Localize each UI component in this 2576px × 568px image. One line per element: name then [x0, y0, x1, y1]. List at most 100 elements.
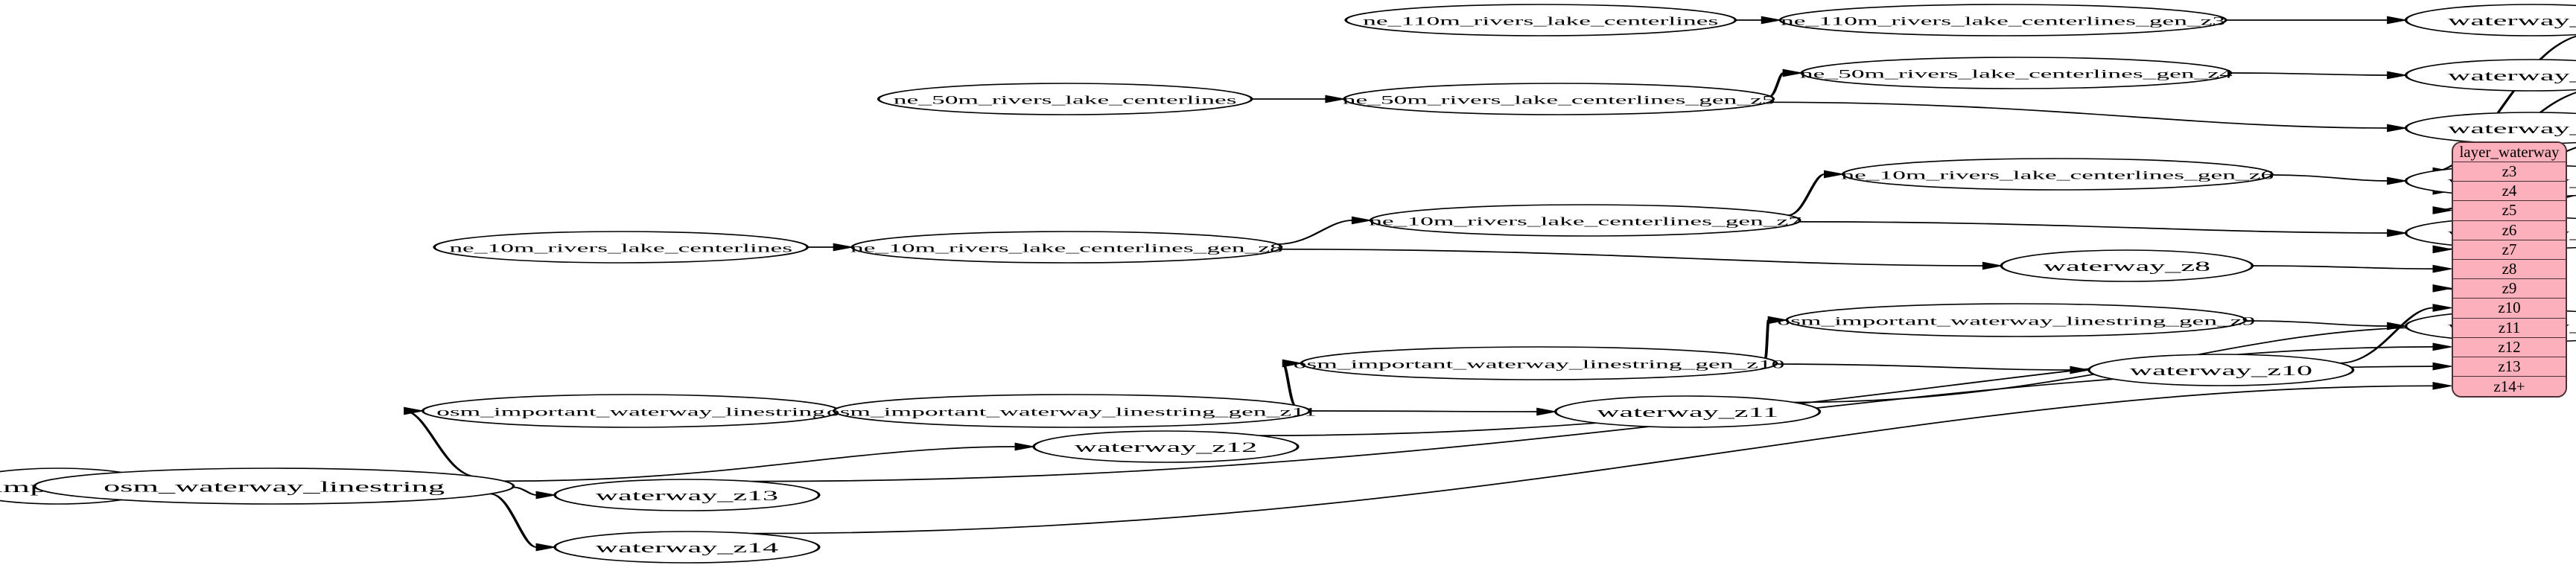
edge-osm_waterway-to-waterway_z13 — [512, 486, 538, 496]
edge-arrowhead — [2432, 206, 2454, 214]
record-row-z12[interactable]: z12 — [2453, 337, 2566, 357]
node-label: osm_important_waterway_linestring_gen_z1… — [1294, 357, 1785, 371]
edge-arrowhead — [2387, 71, 2408, 80]
edge-ne_50m_z5-to-ne_50m_z4 — [1768, 72, 1785, 97]
node-label: waterway_z4 — [2448, 68, 2576, 84]
edge-osm_imp_wl_z10-to-osm_imp_wl_z9 — [1764, 319, 1770, 360]
edge-ne_10m_z7-to-waterway_z7 — [1799, 221, 2388, 234]
node-shape — [2404, 59, 2576, 92]
record-row-z4[interactable]: z4 — [2453, 182, 2566, 202]
node-shape — [1343, 83, 1775, 115]
node-waterway_z8[interactable]: waterway_z8 — [2000, 249, 2254, 282]
edge-arrowhead — [535, 543, 557, 552]
node-label: waterway_z10 — [2130, 363, 2312, 379]
edge-arrowhead — [2432, 304, 2454, 312]
node-waterway_z4[interactable]: waterway_z4 — [2404, 59, 2576, 92]
node-shape — [1785, 303, 2248, 337]
edge-arrowhead — [2432, 284, 2454, 293]
node-label: ne_110m_rivers_lake_centerlines — [1363, 14, 1718, 28]
node-waterway_z5[interactable]: waterway_z5 — [2404, 112, 2576, 144]
edge-arrowhead — [1351, 216, 1373, 225]
node-shape — [553, 479, 821, 511]
nodes-layer: imposm3osm_waterway_linestringosm_import… — [0, 4, 2576, 564]
node-shape — [1344, 4, 1737, 36]
edge-arrowhead — [404, 406, 425, 415]
edge-ne_10m_z7-to-ne_10m_z6 — [1787, 173, 1826, 216]
node-shape — [2404, 4, 2576, 36]
node-waterway_z13[interactable]: waterway_z13 — [553, 479, 821, 511]
node-ne_10m[interactable]: ne_10m_rivers_lake_centerlines — [433, 231, 810, 264]
node-osm_waterway[interactable]: osm_waterway_linestring — [33, 468, 515, 505]
edge-ne_10m_z6-to-waterway_z6 — [2271, 174, 2388, 182]
node-label: waterway_z11 — [1597, 405, 1778, 421]
node-label: waterway_z3 — [2448, 13, 2576, 29]
record-row-z9[interactable]: z9 — [2453, 279, 2566, 299]
node-label: ne_50m_rivers_lake_centerlines_gen_z5 — [1343, 93, 1775, 106]
edge-waterway_z8-to-row_z8 — [2252, 265, 2434, 269]
record-row-z13[interactable]: z13 — [2453, 357, 2566, 377]
record-row-z8[interactable]: z8 — [2453, 259, 2566, 280]
node-shape — [1778, 4, 2227, 36]
node-label: ne_10m_rivers_lake_centerlines_gen_z7 — [1369, 214, 1801, 228]
node-label: ne_110m_rivers_lake_centerlines_gen_z3 — [1781, 14, 2225, 28]
edge-osm_waterway-to-osm_imp_wl — [404, 410, 477, 478]
node-waterway_z12[interactable]: waterway_z12 — [1032, 430, 1300, 463]
node-ne_10m_z7[interactable]: ne_10m_rivers_lake_centerlines_gen_z7 — [1369, 204, 1801, 237]
node-ne_50m_z4[interactable]: ne_50m_rivers_lake_centerlines_gen_z4 — [1800, 57, 2233, 89]
edge-waterway_z10-to-row_z10 — [2339, 307, 2435, 364]
node-shape — [1841, 158, 2274, 191]
node-osm_imp_wl_z11[interactable]: osm_important_waterway_linestring_gen_z1… — [827, 394, 1317, 428]
node-label: waterway_z14 — [596, 540, 778, 556]
edge-arrowhead — [2387, 229, 2408, 237]
node-shape — [433, 231, 810, 264]
record-row-z6[interactable]: z6 — [2453, 220, 2566, 240]
edge-ne_50m_z4-to-waterway_z4 — [2230, 72, 2388, 76]
node-label: osm_important_waterway_linestring_gen_z9 — [1777, 314, 2255, 328]
record-row-z5[interactable]: z5 — [2453, 201, 2566, 221]
edge-osm_imp_wl_z11-to-waterway_z11 — [1309, 410, 1538, 412]
edge-arrowhead — [1982, 261, 2004, 270]
node-ne_110m_z3[interactable]: ne_110m_rivers_lake_centerlines_gen_z3 — [1778, 4, 2227, 36]
node-waterway_z10[interactable]: waterway_z10 — [2087, 354, 2355, 386]
node-ne_110m[interactable]: ne_110m_rivers_lake_centerlines — [1344, 4, 1737, 36]
node-ne_50m_z5[interactable]: ne_50m_rivers_lake_centerlines_gen_z5 — [1343, 83, 1775, 115]
node-label: ne_10m_rivers_lake_centerlines_gen_z8 — [850, 241, 1283, 255]
node-ne_10m_z8[interactable]: ne_10m_rivers_lake_centerlines_gen_z8 — [850, 231, 1283, 264]
node-osm_imp_wl_z10[interactable]: osm_important_waterway_linestring_gen_z1… — [1294, 346, 1785, 380]
edge-arrowhead — [1536, 407, 1558, 416]
node-label: osm_important_waterway_linestring_gen_z1… — [827, 405, 1317, 418]
node-waterway_z3[interactable]: waterway_z3 — [2404, 4, 2576, 36]
node-osm_imp_wl_z9[interactable]: osm_important_waterway_linestring_gen_z9 — [1777, 303, 2255, 337]
node-osm_imp_wl[interactable]: osm_important_waterway_linestring — [421, 394, 841, 428]
node-waterway_z14[interactable]: waterway_z14 — [553, 531, 821, 564]
node-shape — [553, 531, 821, 564]
node-ne_50m[interactable]: ne_50m_rivers_lake_centerlines — [877, 83, 1253, 115]
node-ne_10m_z6[interactable]: ne_10m_rivers_lake_centerlines_gen_z6 — [1841, 158, 2274, 191]
edge-ne_10m_z8-to-waterway_z8 — [1279, 248, 1983, 267]
node-shape — [850, 231, 1283, 264]
edge-arrowhead — [1761, 16, 1783, 25]
edge-waterway_z12-to-row_z12 — [1259, 346, 2434, 436]
edge-arrowhead — [1782, 68, 1804, 77]
node-label: ne_50m_rivers_lake_centerlines_gen_z4 — [1800, 67, 2233, 80]
record-row-z3[interactable]: z3 — [2453, 162, 2566, 182]
record-row-z10[interactable]: z10 — [2453, 299, 2566, 319]
node-waterway_z11[interactable]: waterway_z11 — [1553, 395, 1822, 428]
edge-arrowhead — [2432, 245, 2454, 254]
record-row-z14plus[interactable]: z14+ — [2453, 377, 2566, 397]
node-label: ne_10m_rivers_lake_centerlines — [449, 241, 792, 255]
edge-osm_waterway-to-waterway_z12 — [503, 446, 1016, 482]
record-row-z7[interactable]: z7 — [2453, 240, 2566, 260]
node-shape — [1800, 57, 2233, 89]
edge-arrowhead — [833, 243, 855, 252]
edge-arrowhead — [2387, 176, 2408, 185]
record-row-z11[interactable]: z11 — [2453, 318, 2566, 338]
edge-arrowhead — [2432, 264, 2454, 273]
edge-arrowhead — [1282, 359, 1304, 368]
node-shape — [1032, 430, 1300, 463]
edge-osm_waterway-to-waterway_z14 — [489, 493, 538, 548]
node-shape — [832, 394, 1311, 428]
